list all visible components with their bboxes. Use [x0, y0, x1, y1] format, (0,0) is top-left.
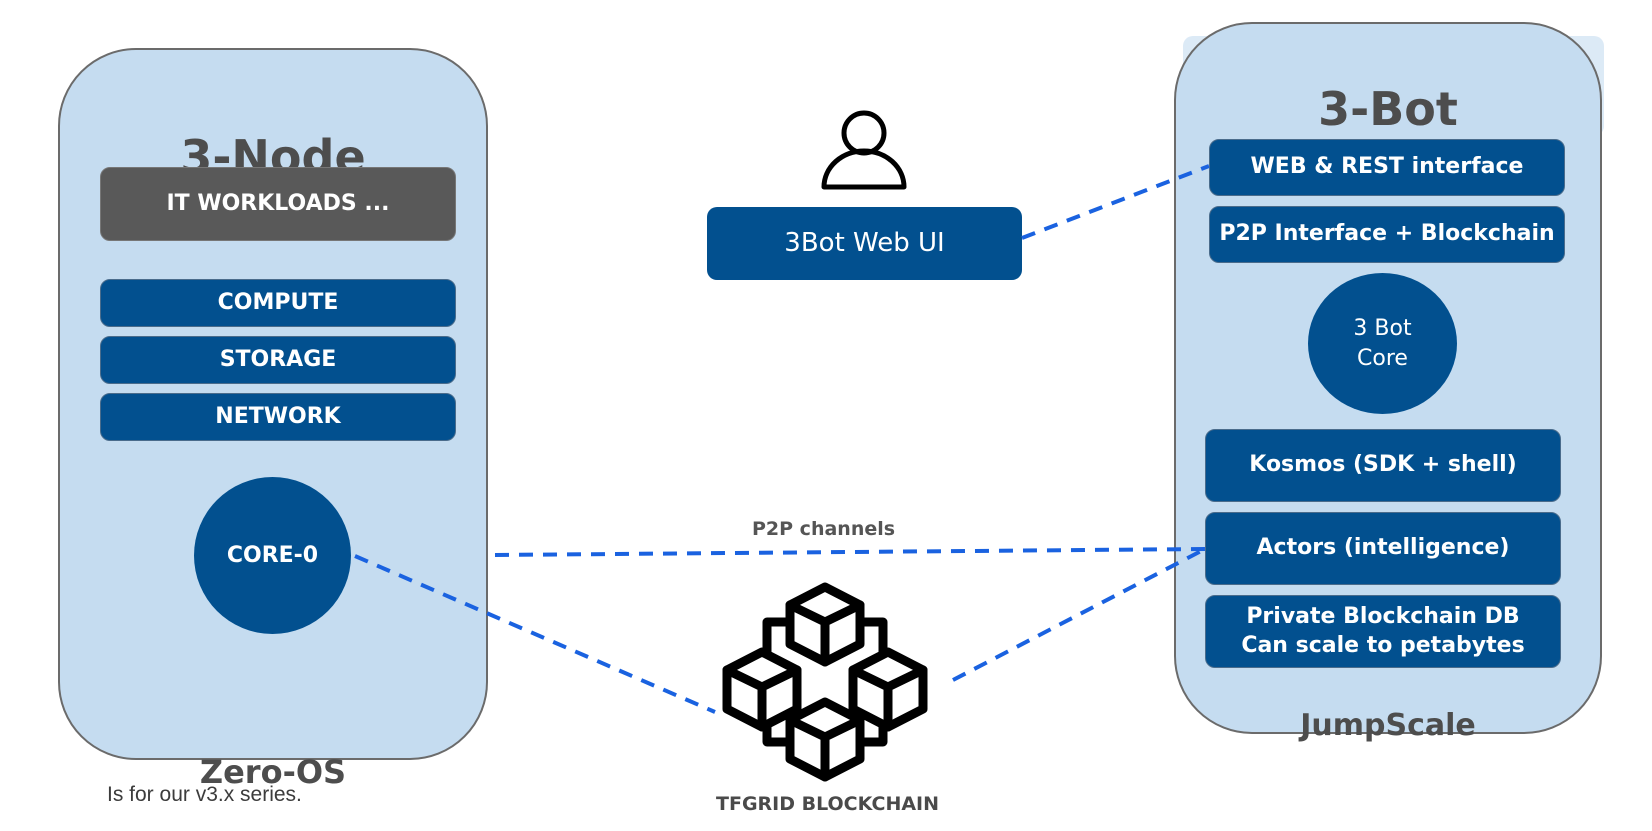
- zero-os-label: Zero-OS: [199, 753, 347, 791]
- core-line-1: 3 Bot: [1353, 315, 1412, 341]
- blockchain-cubes-icon: [722, 582, 928, 782]
- p2p-channels-label: P2P channels: [752, 518, 896, 540]
- storage-box: STORAGE: [100, 336, 456, 384]
- db-line-1: Private Blockchain DB: [1246, 603, 1520, 629]
- three-bot-web-ui-box: 3Bot Web UI: [707, 207, 1022, 280]
- network-box: NETWORK: [100, 393, 456, 441]
- compute-box: COMPUTE: [100, 279, 456, 327]
- version-footnote: Is for our v3.x series.: [107, 783, 302, 806]
- it-workloads-box: IT WORKLOADS ...: [100, 167, 456, 241]
- p2p-channel-connector: [494, 547, 1206, 557]
- three-bot-title: 3-Bot: [1318, 82, 1458, 136]
- user-icon: [818, 107, 910, 191]
- db-line-2: Can scale to petabytes: [1241, 632, 1525, 658]
- blockchain-to-actors-connector: [952, 547, 1206, 682]
- p2p-interface-box: P2P Interface + Blockchain: [1209, 206, 1565, 263]
- jumpscale-label: JumpScale: [1300, 708, 1476, 743]
- core0-to-blockchain-connector: [354, 554, 716, 714]
- private-blockchain-db-box: Private Blockchain DB Can scale to petab…: [1205, 595, 1561, 668]
- three-bot-core-circle: 3 Bot Core: [1308, 273, 1457, 414]
- kosmos-box: Kosmos (SDK + shell): [1205, 429, 1561, 502]
- core-0-circle: CORE-0: [194, 477, 351, 634]
- tfgrid-blockchain-label: TFGRID BLOCKCHAIN: [716, 793, 940, 815]
- actors-box: Actors (intelligence): [1205, 512, 1561, 585]
- webui-to-web-rest-connector: [1021, 164, 1210, 240]
- core-line-2: Core: [1357, 345, 1408, 371]
- web-rest-interface-box: WEB & REST interface: [1209, 139, 1565, 196]
